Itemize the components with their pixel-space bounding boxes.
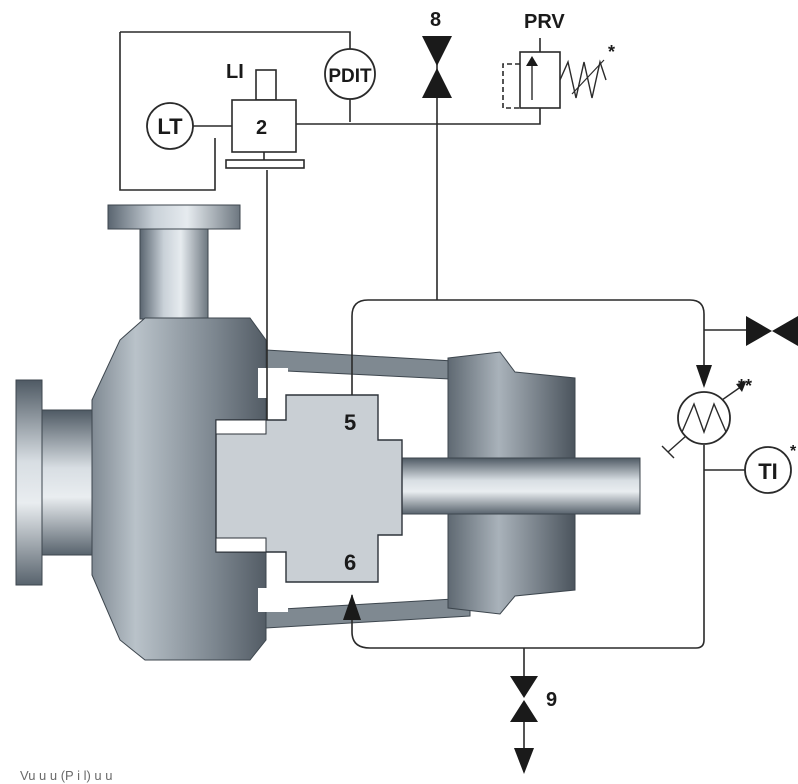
cooler-stars: ** xyxy=(738,376,752,396)
lt-instrument[interactable]: LT xyxy=(146,102,194,150)
seal-gap-upper xyxy=(215,419,267,435)
footnote: Vu u u (P i l) u u xyxy=(20,768,113,783)
vent-valve-left-half xyxy=(746,316,772,346)
pressure-relief-valve[interactable] xyxy=(519,38,607,109)
pdit-label: PDIT xyxy=(328,66,372,87)
cooler-vent-arrow xyxy=(736,382,746,392)
pump-casing xyxy=(91,317,267,661)
drain-outlet-arrow xyxy=(514,748,534,774)
mechanical-seal xyxy=(215,394,403,583)
valve-8[interactable] xyxy=(422,36,452,98)
ti-instrument[interactable]: TI xyxy=(744,446,792,494)
seal-gap-lower xyxy=(215,537,267,553)
cooler-coil xyxy=(681,402,727,435)
reservoir-vent-line xyxy=(296,108,541,125)
seal-reservoir[interactable] xyxy=(225,69,305,169)
seal-port-5-label: 5 xyxy=(344,410,356,435)
piping xyxy=(119,31,746,748)
valve-9-label: 9 xyxy=(546,689,557,711)
prv-spring xyxy=(559,59,607,99)
ti-star: * xyxy=(790,443,797,460)
pump-assembly xyxy=(15,204,641,661)
bearing-frame-lower xyxy=(265,597,471,629)
cooler-vent-line xyxy=(721,385,743,401)
prv-label: PRV xyxy=(524,11,565,33)
pump-shaft xyxy=(399,457,641,515)
reservoir-label: 2 xyxy=(256,117,267,139)
valve-9[interactable] xyxy=(510,676,538,722)
flow-arrows xyxy=(343,365,712,774)
valve-8-upper xyxy=(422,36,452,66)
pdit-instrument[interactable]: PDIT xyxy=(324,48,376,100)
suction-flange xyxy=(15,379,43,586)
seal-inlet-arrow xyxy=(343,594,361,620)
reservoir-neck xyxy=(255,69,277,101)
discharge-flange xyxy=(107,204,241,230)
suction-neck xyxy=(41,409,93,556)
prv-arrow-head xyxy=(526,56,538,66)
discharge-neck xyxy=(139,228,209,320)
cooler-drain-line xyxy=(667,435,687,453)
valve-9-lower xyxy=(510,700,538,722)
valve-8-label: 8 xyxy=(430,9,441,31)
ti-bubble xyxy=(744,446,792,494)
prv-pilot-line xyxy=(502,63,520,109)
prv-body xyxy=(519,51,561,109)
prv-star: * xyxy=(608,42,615,62)
valve-9-upper xyxy=(510,676,538,698)
seal-cavity-upper xyxy=(258,368,288,398)
vent-valve-right-half xyxy=(772,316,798,346)
barrier-loop xyxy=(351,299,705,395)
cooler-inlet-arrow xyxy=(696,365,712,388)
prv-spring-adjust xyxy=(571,59,605,95)
barrier-return xyxy=(351,445,705,649)
bearing-frame-upper xyxy=(265,349,471,381)
ti-label: TI xyxy=(758,459,778,484)
seal-cavity-lower xyxy=(258,588,288,612)
pdit-loop-line xyxy=(119,31,351,191)
heat-exchanger[interactable] xyxy=(661,382,746,459)
cooler-body xyxy=(677,391,731,445)
level-indicator-label: LI xyxy=(226,61,244,83)
valve-8-lower xyxy=(422,68,452,98)
reservoir-base xyxy=(225,159,305,169)
seal-port-6-label: 6 xyxy=(344,550,356,575)
vent-valve-right[interactable] xyxy=(746,316,798,346)
pdit-bubble xyxy=(324,48,376,100)
cooler-drain-cap xyxy=(661,445,675,459)
lt-label: LT xyxy=(157,114,183,139)
lt-bubble xyxy=(146,102,194,150)
